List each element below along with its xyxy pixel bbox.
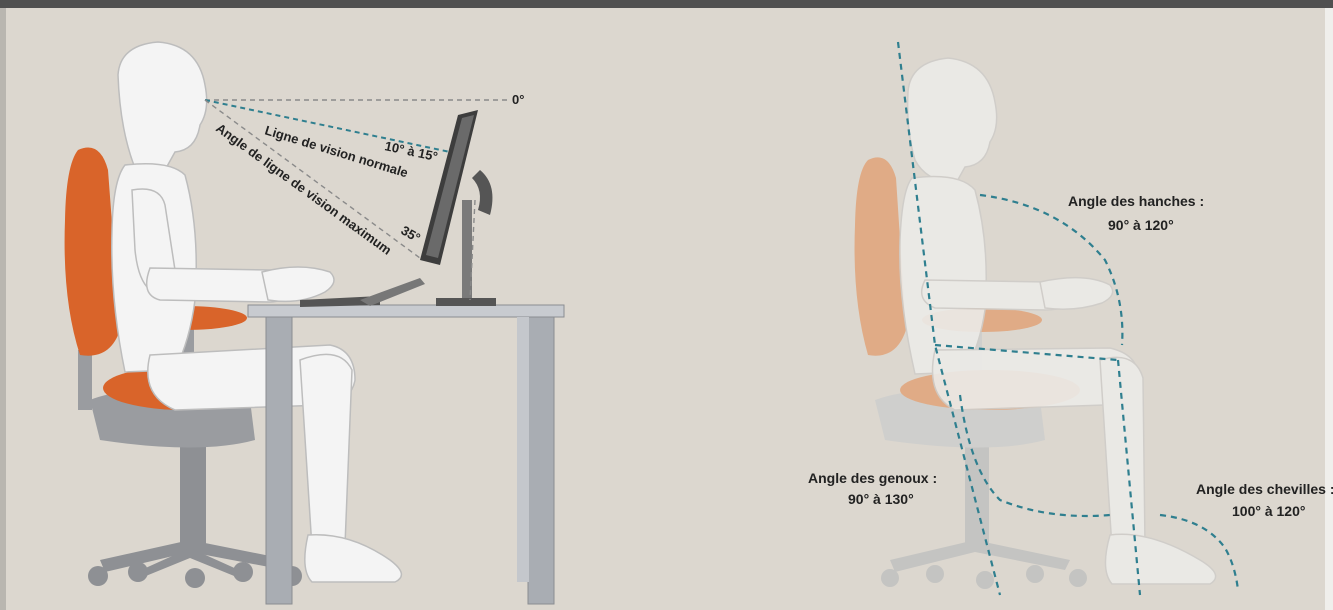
monitor <box>420 110 496 306</box>
ankles-angle-range: 100° à 120° <box>1232 503 1305 519</box>
left-scene: 0° 10° à 15° Ligne de vision normale Ang… <box>65 42 564 604</box>
faded-chair-backrest <box>855 157 906 355</box>
right-scene: Angle des hanches : 90° à 120° Angle des… <box>808 42 1333 595</box>
label-max-degree: 35° <box>399 223 424 246</box>
label-zero-degree: 0° <box>512 92 524 107</box>
knees-angle-range: 90° à 130° <box>848 491 914 507</box>
hips-angle-title: Angle des hanches : <box>1068 193 1204 209</box>
knees-angle-title: Angle des genoux : <box>808 470 937 486</box>
faded-person <box>900 58 1216 584</box>
hips-angle-range: 90° à 120° <box>1108 217 1174 233</box>
ankles-angle-title: Angle des chevilles : <box>1196 481 1333 497</box>
